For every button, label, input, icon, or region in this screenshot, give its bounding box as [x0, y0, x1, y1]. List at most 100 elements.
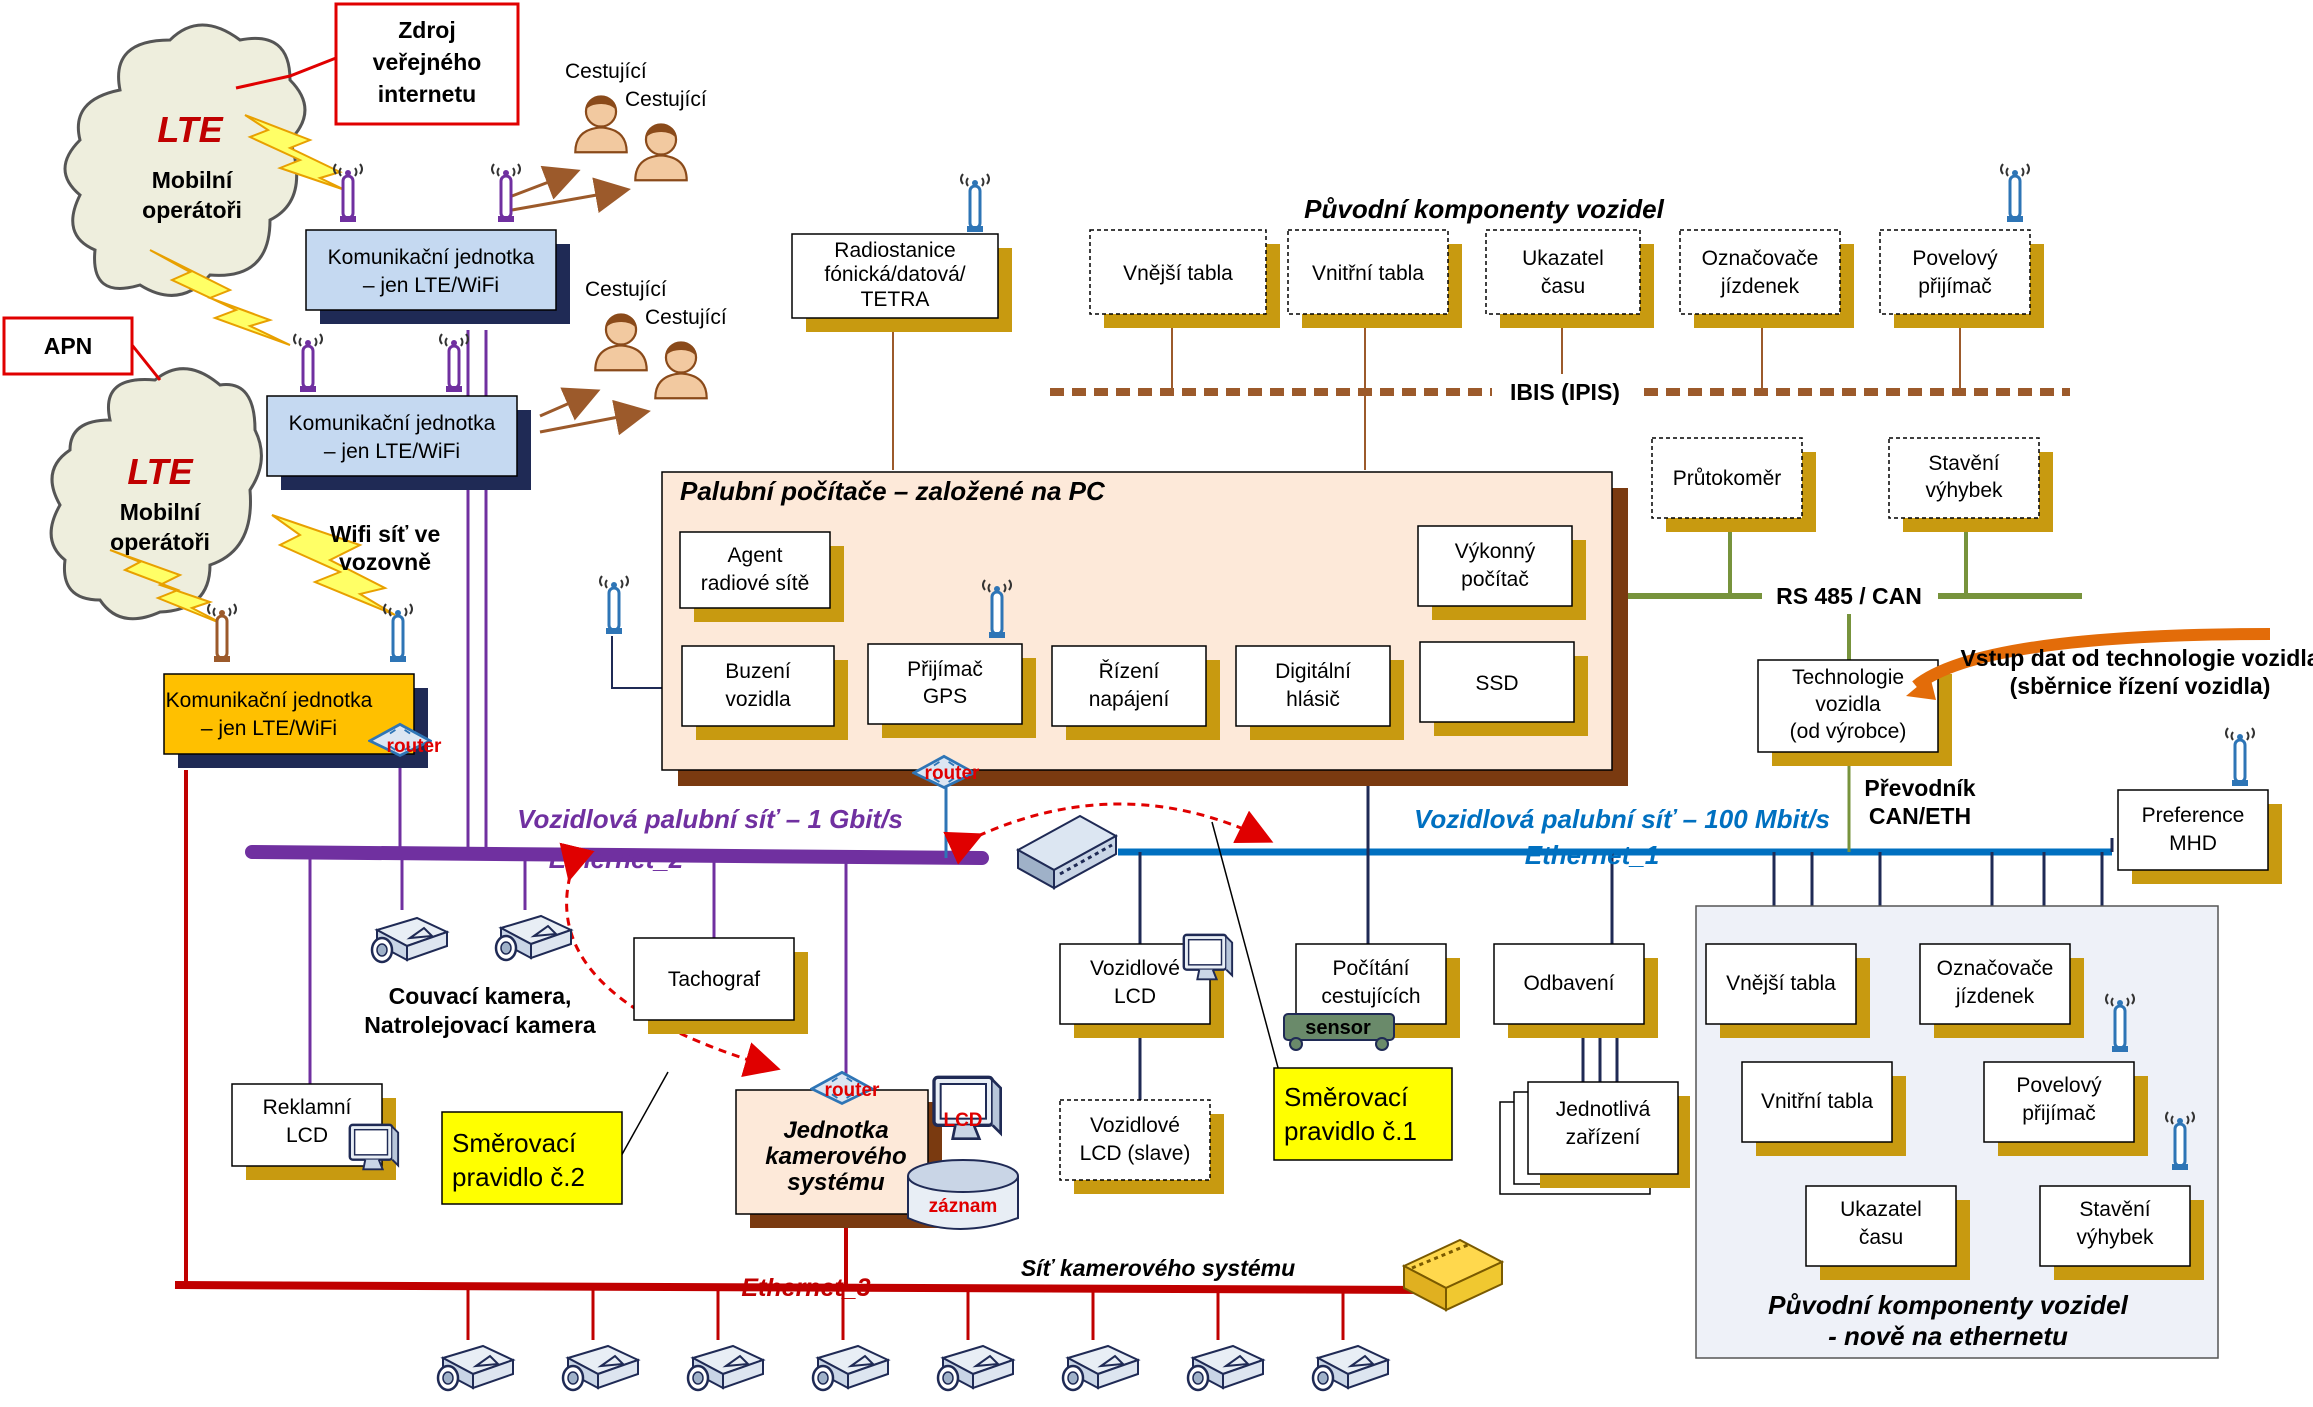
cloud-icon [63, 23, 307, 297]
camera-icon [370, 916, 449, 964]
staveni-top: Stavění výhybek [1888, 437, 2053, 532]
svg-text:Reklamní: Reklamní [263, 1096, 352, 1119]
sensor-icon: sensor [1283, 1013, 1395, 1051]
jednotliva-zarizeni-stack: Jednotlivá zařízení [1499, 1081, 1690, 1195]
rizeni-box: Řízení napájení [1051, 645, 1220, 740]
svg-text:času: času [1541, 275, 1585, 298]
antenna-icon [2224, 726, 2256, 788]
oznacovace-eth: Označovače jízdenek [1919, 943, 2084, 1038]
couvaci-line2: Natrolejovací kamera [364, 1012, 596, 1038]
svg-text:Zdroj: Zdroj [398, 17, 456, 43]
svg-text:Komunikační jednotka: Komunikační jednotka [166, 689, 373, 712]
antenna-icon [292, 332, 324, 394]
antenna-icon [438, 332, 470, 394]
vnejsi-tabla-top: Vnější tabla [1089, 229, 1280, 328]
jednotka-kamer-box: Jednotka kamerového systému [735, 1089, 942, 1228]
svg-text:fónická/datová/: fónická/datová/ [824, 263, 965, 286]
svg-text:Směrovací: Směrovací [1284, 1082, 1409, 1112]
svg-text:LCD: LCD [1114, 985, 1156, 1008]
person-icon [634, 123, 688, 182]
vstup-line1: Vstup dat od technologie vozidla [1960, 645, 2313, 671]
svg-text:radiové sítě: radiové sítě [701, 572, 810, 595]
camera-icon [494, 914, 573, 962]
svg-text:systému: systému [787, 1169, 885, 1196]
camera-icon [811, 1344, 890, 1392]
antenna-icon [1999, 162, 2031, 224]
person-icon [654, 341, 708, 400]
svg-text:Jednotlivá: Jednotlivá [1556, 1098, 1651, 1121]
svg-text:Vozidlové: Vozidlové [1090, 1114, 1180, 1137]
svg-text:(od výrobce): (od výrobce) [1790, 720, 1907, 743]
svg-text:MHD: MHD [2169, 832, 2217, 855]
svg-text:vozidla: vozidla [1815, 693, 1881, 716]
kom-jednotka-2: Komunikační jednotka – jen LTE/WiFi [266, 395, 531, 490]
ssd-box: SSD [1419, 641, 1588, 736]
ethernet-3-label: Ethernet_3 [741, 1274, 870, 1302]
svg-text:– jen LTE/WiFi: – jen LTE/WiFi [363, 274, 499, 297]
camera-icon [1311, 1344, 1390, 1392]
sit-1gbit-label: Vozidlová palubní síť – 1 Gbit/s [517, 804, 903, 834]
svg-text:hlásič: hlásič [1286, 688, 1340, 711]
ethernet-1-label: Ethernet_1 [1525, 840, 1659, 870]
switch-icon [1015, 814, 1119, 890]
ethernet-3-bus [174, 1281, 1431, 1294]
palubni-title: Palubní počítače – založené na PC [680, 476, 1106, 506]
svg-text:Směrovací: Směrovací [452, 1128, 577, 1158]
svg-text:Komunikační jednotka: Komunikační jednotka [289, 412, 496, 435]
svg-text:Výkonný: Výkonný [1455, 540, 1536, 563]
svg-text:Vozidlové: Vozidlové [1090, 957, 1180, 980]
antenna-icon [598, 574, 630, 636]
smerovaci-pravidlo-2: Směrovací pravidlo č.2 [441, 1111, 623, 1205]
technologie-box: Technologie vozidla (od výrobce) [1757, 659, 1952, 766]
prevodnik-line2: CAN/ETH [1869, 803, 1971, 829]
zaznam-label: záznam [929, 1196, 998, 1217]
svg-text:Řízení: Řízení [1099, 660, 1160, 683]
antenna-icon [959, 172, 991, 234]
svg-text:pravidlo č.2: pravidlo č.2 [452, 1162, 585, 1192]
svg-text:GPS: GPS [923, 685, 967, 708]
person-icon [594, 313, 648, 372]
svg-text:zařízení: zařízení [1566, 1126, 1641, 1149]
cestujici-2: Cestující [625, 88, 707, 111]
couvaci-line1: Couvací kamera, [389, 983, 572, 1009]
lte-label-1: LTE [157, 109, 223, 150]
buzeni-box: Buzení vozidla [681, 645, 848, 740]
camera-icon [561, 1344, 640, 1392]
ukazatel-casu-top: Ukazatel času [1485, 229, 1654, 328]
svg-text:Povelový: Povelový [1912, 247, 1998, 270]
ethernet-2-label: Ethernet_2 [549, 844, 684, 874]
antenna-icon [206, 602, 238, 664]
agent-box: Agent radiové sítě [679, 531, 844, 622]
wifi-line1: Wifi síť ve [330, 521, 441, 547]
router-label-1: router [387, 736, 443, 757]
cestujici-1: Cestující [565, 60, 647, 83]
hlasic-box: Digitální hlásič [1235, 645, 1404, 740]
gps-box: Přijímač GPS [867, 643, 1036, 738]
sit-kamer-label: Síť kamerového systému [1021, 1255, 1295, 1281]
svg-text:veřejného: veřejného [373, 49, 482, 75]
preference-mhd-box: Preference MHD [2117, 789, 2282, 884]
camera-icon [686, 1344, 765, 1392]
database-icon [907, 1159, 1019, 1230]
svg-text:internetu: internetu [378, 81, 476, 107]
svg-text:Vnější tabla: Vnější tabla [1123, 262, 1233, 285]
svg-text:Stavění: Stavění [2079, 1198, 2150, 1221]
svg-text:Ukazatel: Ukazatel [1522, 247, 1604, 270]
router-label-3: router [825, 1080, 881, 1101]
svg-text:Počítání: Počítání [1332, 957, 1409, 980]
svg-text:jízdenek: jízdenek [1955, 985, 2035, 1008]
camera-icon [1061, 1344, 1140, 1392]
vnitrni-tabla-eth: Vnitřní tabla [1741, 1061, 1906, 1156]
svg-text:– jen LTE/WiFi: – jen LTE/WiFi [201, 717, 337, 740]
radiostanice-box: Radiostanice fónická/datová/ TETRA [791, 233, 1012, 332]
svg-text:Technologie: Technologie [1792, 666, 1904, 689]
oznacovace-top: Označovače jízdenek [1679, 229, 1854, 328]
svg-text:LCD (slave): LCD (slave) [1080, 1142, 1191, 1165]
svg-text:– jen LTE/WiFi: – jen LTE/WiFi [324, 440, 460, 463]
svg-text:Tachograf: Tachograf [668, 968, 760, 991]
prevodnik-line1: Převodník [1864, 775, 1975, 801]
svg-text:Jednotka: Jednotka [783, 1117, 888, 1144]
svg-text:přijímač: přijímač [1918, 275, 1992, 298]
lightning-icon [109, 114, 396, 626]
puvodni-eth-line1: Původní komponenty vozidel [1768, 1290, 2128, 1320]
